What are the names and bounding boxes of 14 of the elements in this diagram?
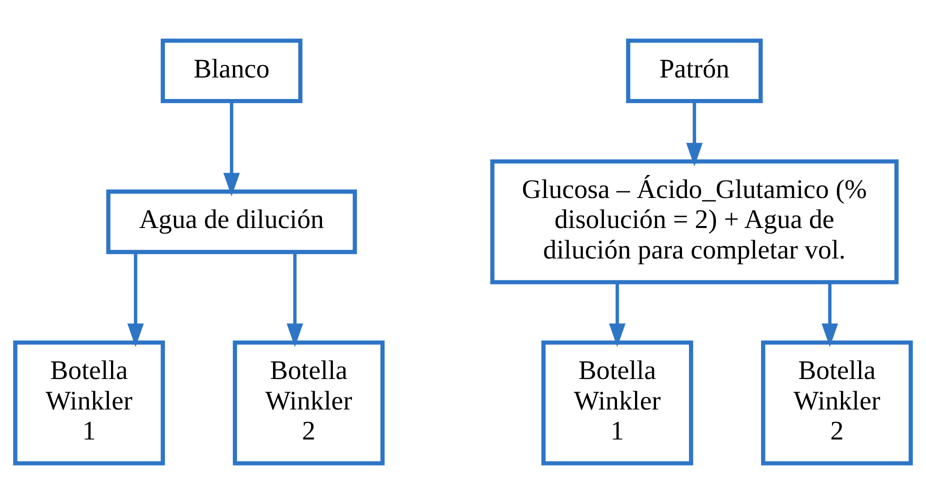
node-box: Glucosa – Ácido_Glutamico (% disolución = 2) + Agua de dilución para completar vol.: [490, 159, 899, 284]
node-box: Patrón: [626, 38, 763, 104]
node-box: Blanco: [160, 38, 302, 104]
arrow: [127, 252, 144, 348]
node-box: Botella Winkler 1: [13, 340, 165, 466]
arrow: [223, 101, 240, 196]
node-box: Botella Winkler 2: [761, 340, 913, 466]
arrow: [822, 282, 838, 348]
arrow: [686, 101, 703, 166]
node-box: Agua de dilución: [106, 190, 357, 254]
arrow: [286, 252, 304, 348]
node-box: Botella Winkler 1: [541, 340, 694, 466]
node-box: Botella Winkler 2: [232, 340, 385, 466]
arrow: [609, 282, 626, 348]
